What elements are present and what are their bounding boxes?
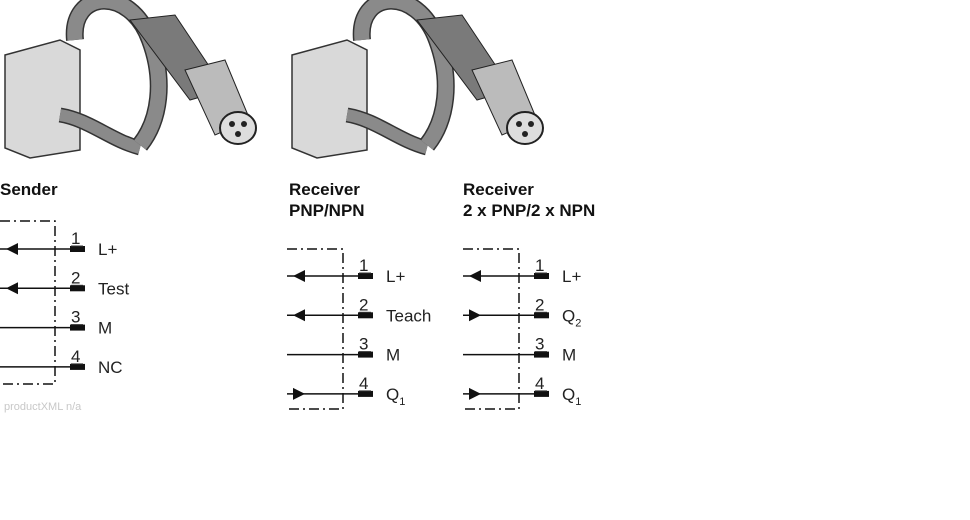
pin-row: 1L+ bbox=[0, 229, 117, 259]
pin-number: 4 bbox=[71, 347, 80, 366]
pin-label: L+ bbox=[562, 267, 581, 286]
pin-label: Q2 bbox=[562, 306, 581, 329]
pin-terminal bbox=[534, 312, 549, 319]
pin-number: 2 bbox=[359, 295, 368, 314]
housing-boundary bbox=[0, 220, 56, 385]
pin-number: 4 bbox=[359, 374, 368, 393]
pin-terminal bbox=[358, 351, 373, 358]
pin-label-subscript: 1 bbox=[575, 396, 581, 408]
title-line: PNP/NPN bbox=[289, 201, 365, 220]
pin-label: Teach bbox=[386, 306, 431, 325]
pin-terminal bbox=[70, 285, 85, 292]
pin-terminal bbox=[358, 390, 373, 397]
title-line: Receiver bbox=[289, 180, 360, 199]
arrow-left-icon bbox=[6, 282, 18, 295]
pin-number: 1 bbox=[71, 229, 80, 248]
pin-number: 3 bbox=[535, 335, 544, 354]
pin-label: NC bbox=[98, 358, 123, 377]
pin-label-subscript: 1 bbox=[399, 396, 405, 408]
pin-label: Q1 bbox=[386, 385, 405, 408]
pin-terminal bbox=[534, 273, 549, 279]
footer-note: productXML n/a bbox=[4, 401, 82, 413]
housing-boundary bbox=[287, 248, 344, 410]
pin-label: M bbox=[562, 346, 576, 365]
pin-row: 4NC bbox=[0, 347, 123, 377]
pin-number: 4 bbox=[535, 374, 544, 393]
arrow-right-icon bbox=[469, 309, 481, 322]
arrow-left-icon bbox=[293, 270, 305, 282]
pin-label: Q1 bbox=[562, 385, 581, 408]
pin-row: 1L+ bbox=[287, 256, 405, 286]
pin-label: M bbox=[98, 319, 112, 338]
pin-row: 2Q2 bbox=[463, 295, 581, 329]
pin-number: 1 bbox=[359, 256, 368, 275]
arrow-left-icon bbox=[469, 270, 481, 282]
pin-terminal bbox=[70, 363, 85, 370]
receiver-connector-image bbox=[291, 0, 544, 159]
pin-number: 2 bbox=[535, 295, 544, 314]
pin-number: 3 bbox=[359, 335, 368, 354]
pin-number: 3 bbox=[71, 308, 80, 327]
receiver-2pnp-2npn-title: Receiver 2 x PNP/2 x NPN bbox=[463, 179, 595, 221]
title-line: 2 x PNP/2 x NPN bbox=[463, 201, 596, 220]
sender-connector-image bbox=[4, 0, 257, 159]
title-line: Receiver bbox=[463, 180, 534, 199]
pin-row: 4Q1 bbox=[463, 374, 581, 408]
pin-number: 2 bbox=[71, 268, 80, 287]
pin-label: L+ bbox=[386, 267, 405, 286]
pin-label: L+ bbox=[98, 240, 117, 259]
connector-illustrations bbox=[4, 0, 544, 159]
arrow-left-icon bbox=[293, 309, 305, 322]
pin-row: 1L+ bbox=[463, 256, 581, 286]
arrow-right-icon bbox=[469, 387, 481, 400]
pin-row: 3M bbox=[0, 308, 112, 338]
pin-row: 3M bbox=[287, 335, 400, 365]
arrow-right-icon bbox=[293, 387, 305, 400]
arrow-left-icon bbox=[6, 243, 18, 255]
pin-label: Test bbox=[98, 279, 129, 298]
pin-terminal bbox=[358, 273, 373, 279]
pin-terminal bbox=[70, 246, 85, 252]
pin-terminal bbox=[70, 324, 85, 331]
pin-row: 3M bbox=[463, 335, 576, 365]
sender-title: Sender bbox=[0, 179, 58, 200]
pin-terminal bbox=[358, 312, 373, 319]
pin-terminal bbox=[534, 351, 549, 358]
receiver-pnp-npn-title: Receiver PNP/NPN bbox=[289, 179, 365, 221]
pin-number: 1 bbox=[535, 256, 544, 275]
pin-terminal bbox=[534, 390, 549, 397]
pin-label: M bbox=[386, 346, 400, 365]
title-line: Sender bbox=[0, 180, 58, 199]
pin-label-subscript: 2 bbox=[575, 317, 581, 329]
housing-boundary bbox=[463, 248, 520, 410]
pin-row: 4Q1 bbox=[287, 374, 405, 408]
